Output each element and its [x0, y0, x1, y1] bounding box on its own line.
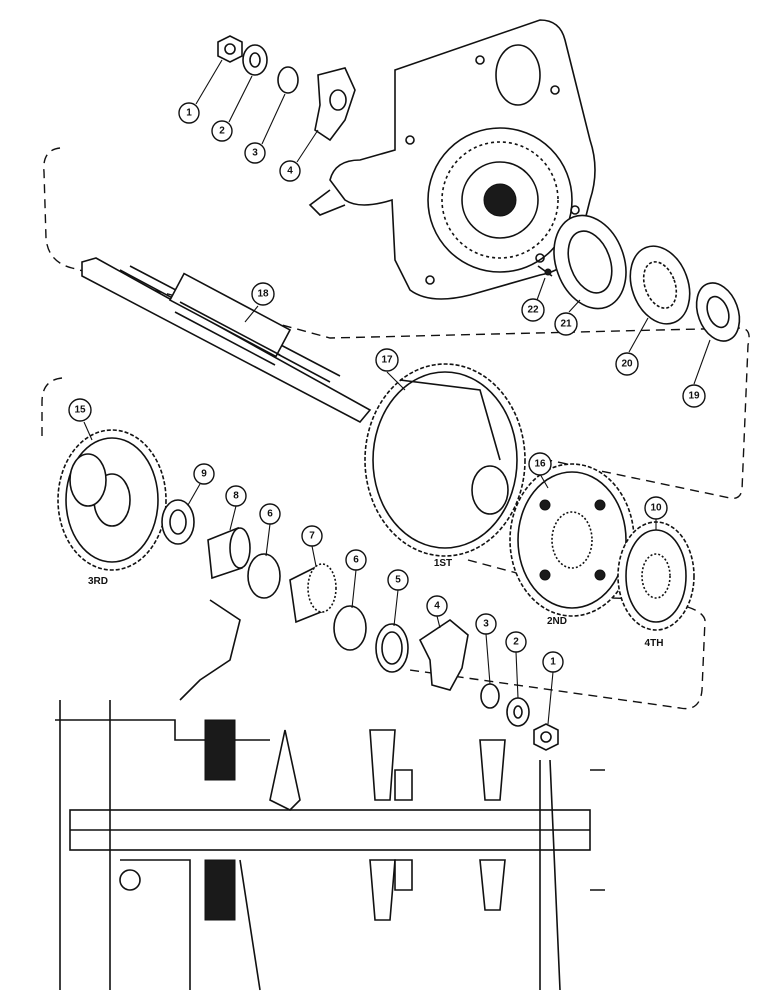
gear-label-1st: 1ST	[434, 558, 452, 569]
thrust-washer	[161, 499, 195, 545]
bushing	[207, 526, 251, 580]
callout-2-lower: 2	[505, 631, 527, 653]
shift-fork-lower	[418, 619, 469, 691]
svg-text:1: 1	[550, 657, 556, 668]
leader-lines	[83, 59, 711, 725]
callout-17: 17	[375, 348, 399, 372]
callout-15: 15	[68, 398, 92, 422]
needle-bearing	[289, 563, 337, 624]
gear-second	[509, 463, 635, 617]
transmission-cross-section	[55, 599, 605, 991]
callout-7: 7	[301, 525, 323, 547]
callout-1-top: 1	[178, 102, 200, 124]
callout-4-lower: 4	[426, 595, 448, 617]
callout-5: 5	[387, 569, 409, 591]
mainshaft	[81, 257, 372, 424]
callout-3-lower: 3	[475, 613, 497, 635]
washer-lower	[506, 697, 530, 727]
callout-8: 8	[225, 485, 247, 507]
callout-22: 22	[521, 298, 545, 322]
svg-text:16: 16	[534, 459, 546, 470]
gear-label-3rd: 3RD	[88, 576, 108, 587]
svg-text:1: 1	[186, 108, 192, 119]
callout-3-top: 3	[244, 142, 266, 164]
svg-text:7: 7	[309, 531, 315, 542]
svg-text:19: 19	[688, 391, 700, 402]
transmission-housing	[308, 19, 596, 300]
callout-2-top: 2	[211, 120, 233, 142]
svg-text:4: 4	[434, 601, 440, 612]
nut-lower	[533, 723, 559, 751]
washer-top	[242, 44, 268, 76]
svg-text:6: 6	[267, 509, 273, 520]
seal-ring-lower	[480, 683, 500, 709]
callout-21: 21	[554, 312, 578, 336]
nut-top	[217, 35, 243, 63]
thrust-ring	[375, 623, 409, 673]
screw	[537, 265, 553, 277]
callout-9: 9	[193, 463, 215, 485]
svg-text:2: 2	[219, 126, 225, 137]
svg-text:2: 2	[513, 637, 519, 648]
svg-text:4: 4	[287, 166, 293, 177]
svg-text:9: 9	[201, 469, 207, 480]
snap-ring-upper	[247, 553, 281, 599]
callout-16: 16	[528, 452, 552, 476]
svg-text:3: 3	[483, 619, 489, 630]
seal-ring-top	[277, 66, 299, 94]
gear-label-4th: 4TH	[645, 638, 664, 649]
svg-text:15: 15	[74, 405, 86, 416]
callout-1-lower: 1	[542, 651, 564, 673]
spacer-washer	[695, 282, 741, 342]
callout-4-top: 4	[279, 160, 301, 182]
svg-text:21: 21	[560, 319, 572, 330]
svg-text:8: 8	[233, 491, 239, 502]
callout-10: 10	[644, 496, 668, 520]
svg-text:17: 17	[381, 355, 393, 366]
svg-text:10: 10	[650, 503, 662, 514]
svg-text:6: 6	[353, 555, 359, 566]
gear-fourth	[617, 521, 695, 631]
svg-text:20: 20	[621, 359, 633, 370]
seal-plate	[553, 214, 627, 310]
callout-6-lower: 6	[345, 549, 367, 571]
gear-label-2nd: 2ND	[547, 616, 567, 627]
gear-third	[57, 429, 167, 571]
shift-fork-top	[314, 67, 356, 142]
callout-19: 19	[682, 384, 706, 408]
gear-first	[364, 363, 526, 557]
callout-18: 18	[251, 282, 275, 306]
callout-6-upper: 6	[259, 503, 281, 525]
bearing	[629, 245, 691, 325]
svg-text:22: 22	[527, 305, 539, 316]
svg-text:3: 3	[252, 148, 258, 159]
svg-text:5: 5	[395, 575, 401, 586]
svg-text:18: 18	[257, 289, 269, 300]
upper-dashed-group-outline	[43, 147, 750, 500]
callout-20: 20	[615, 352, 639, 376]
snap-ring-lower	[333, 605, 367, 651]
